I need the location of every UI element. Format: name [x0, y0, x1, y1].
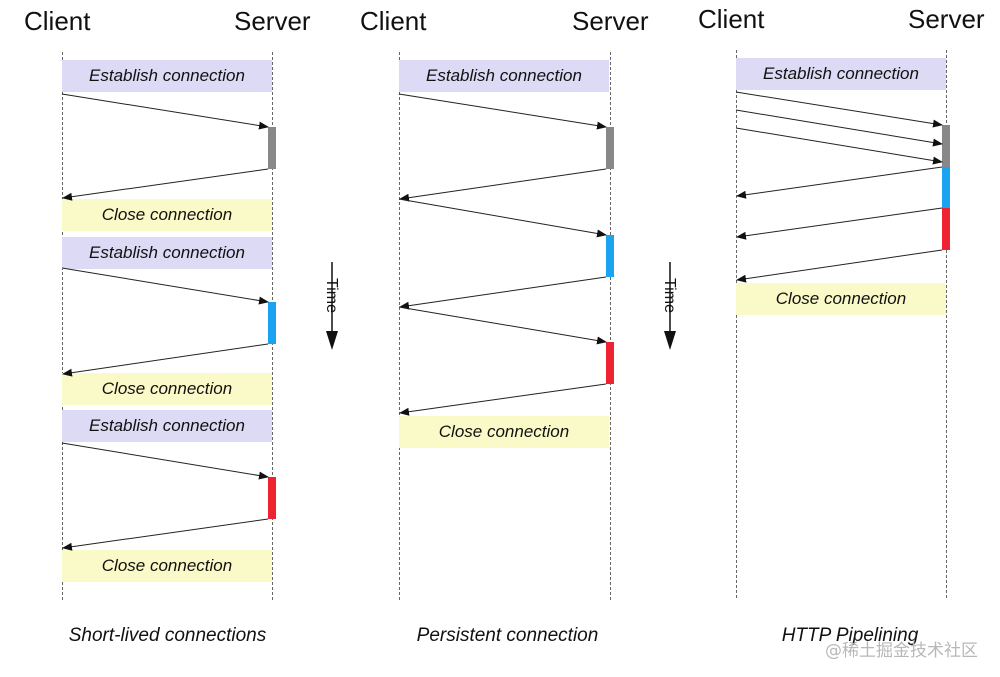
request-arrow: [398, 198, 607, 238]
server-processing-bar-gray: [942, 125, 950, 167]
server-processing-bar-red: [942, 208, 950, 250]
request-arrow: [61, 93, 269, 130]
server-processing-bar-red: [606, 342, 614, 384]
server-label: Server: [234, 6, 311, 36]
request-arrow: [398, 93, 607, 130]
response-arrow: [399, 168, 607, 202]
response-arrow: [62, 518, 269, 551]
diagram-caption: Short-lived connections: [68, 625, 267, 646]
request-arrow: [61, 442, 269, 480]
server-label: Server: [572, 6, 649, 36]
response-arrow: [399, 276, 607, 310]
response-arrow: [62, 343, 269, 377]
close-connection-box: Close connection: [62, 373, 272, 405]
establish-connection-box: Establish connection: [62, 237, 272, 269]
diagram-caption: Persistent connection: [416, 625, 599, 646]
client-label: Client: [24, 6, 91, 36]
response-arrow: [62, 168, 269, 201]
establish-connection-box: Establish connection: [736, 58, 946, 90]
request-arrow: [735, 127, 943, 165]
establish-connection-box: Establish connection: [62, 410, 272, 442]
time-arrow-head: [326, 331, 338, 350]
close-connection-box: Close connection: [62, 199, 272, 231]
request-arrow: [735, 91, 943, 128]
request-arrow: [735, 109, 943, 147]
server-processing-bar-blue: [268, 302, 276, 344]
server-processing-bar-red: [268, 477, 276, 519]
server-label: Server: [908, 4, 985, 34]
server-processing-bar-gray: [268, 127, 276, 169]
request-arrow: [61, 267, 269, 305]
server-processing-bar-blue: [942, 167, 950, 208]
client-label: Client: [698, 4, 765, 34]
time-arrow-head: [664, 331, 676, 350]
close-connection-box: Close connection: [399, 416, 609, 448]
server-processing-bar-gray: [606, 127, 614, 169]
close-connection-box: Close connection: [736, 283, 946, 315]
client-lifeline: [399, 52, 400, 600]
client-label: Client: [360, 6, 427, 36]
server-lifeline: [946, 50, 947, 598]
establish-connection-box: Establish connection: [62, 60, 272, 92]
establish-connection-box: Establish connection: [399, 60, 609, 92]
request-arrow: [398, 306, 607, 345]
response-arrow: [736, 249, 943, 283]
watermark: @稀土掘金技术社区: [825, 641, 978, 661]
diagram-caption: HTTP Pipelining: [781, 625, 919, 646]
response-arrow: [399, 383, 607, 416]
response-arrow: [736, 207, 943, 240]
client-lifeline: [62, 52, 63, 600]
server-lifeline: [610, 52, 611, 600]
client-lifeline: [736, 50, 737, 598]
server-processing-bar-blue: [606, 235, 614, 277]
response-arrow: [736, 166, 943, 199]
close-connection-box: Close connection: [62, 550, 272, 582]
